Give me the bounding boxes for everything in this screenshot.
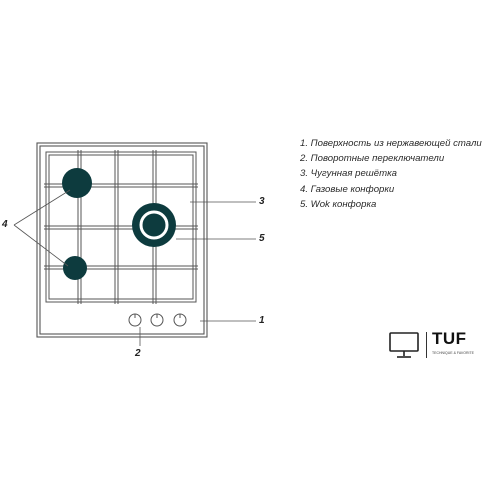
callout-1: 1 <box>259 315 265 326</box>
brand-logo: TUF TECHNIQUE & FAVORITE <box>388 329 488 359</box>
logo-name: TUF <box>432 329 467 348</box>
legend-item-2: 2. Поворотные переключатели <box>300 153 445 165</box>
monitor-icon <box>389 332 419 358</box>
callout-lines <box>13 189 256 346</box>
wok-burner <box>132 203 176 247</box>
cooktop-panel-inner <box>39 145 205 335</box>
logo-divider <box>426 332 427 358</box>
logo-tagline: TECHNIQUE & FAVORITE <box>432 351 474 355</box>
legend-item-4: 4. Газовые конфорки <box>300 183 395 195</box>
callout-3: 3 <box>259 196 265 207</box>
callout-2: 2 <box>135 348 141 359</box>
legend-item-1: 1. Поверхность из нержавеющей стали <box>300 138 482 149</box>
legend-item-3: 3. Чугунная решётка <box>300 168 397 180</box>
gas-burner-large <box>62 168 92 198</box>
callout-5: 5 <box>259 233 265 244</box>
cooktop-panel <box>36 142 208 338</box>
gas-burner-small <box>63 256 87 280</box>
legend-item-5: 5. Wok конфорка <box>300 198 377 210</box>
legend-list: 1. Поверхность из нержавеющей стали 2. П… <box>300 136 482 212</box>
callout-4: 4 <box>2 219 8 230</box>
rotary-knobs <box>128 313 187 327</box>
